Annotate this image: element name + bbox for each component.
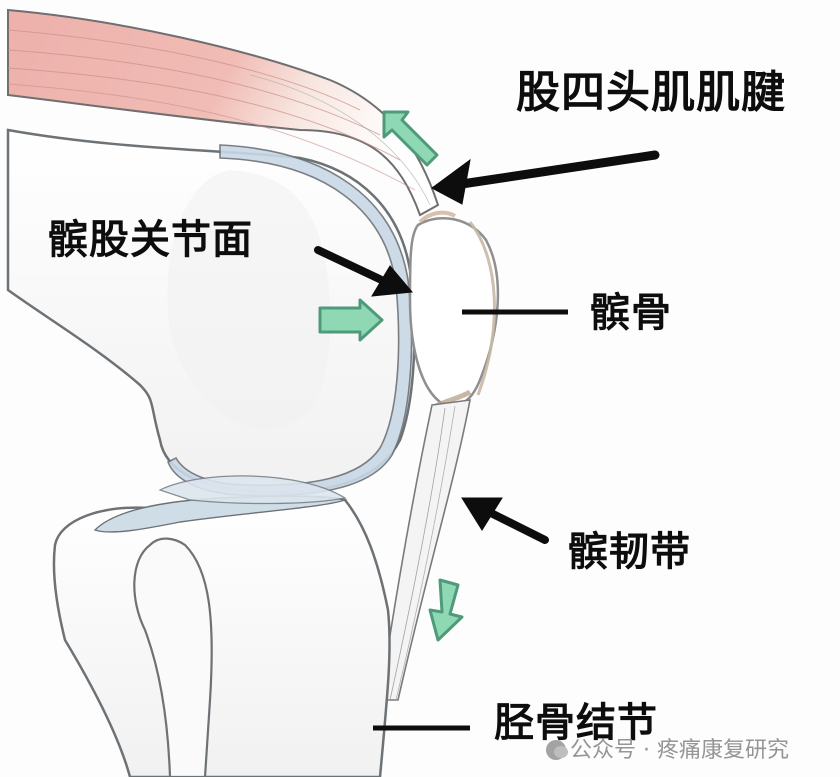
label-patellar-ligament: 髌韧带: [568, 529, 691, 575]
label-patellofemoral-surface: 髌股关节面: [48, 217, 253, 263]
wechat-icon: [546, 740, 568, 760]
watermark-text: 公众号 · 疼痛康复研究: [570, 738, 789, 763]
fibula: [133, 537, 213, 777]
quad-tendon-pointer-head: [431, 158, 471, 205]
label-quadriceps-tendon: 股四头肌肌腱: [516, 67, 786, 118]
quad-tendon-pointer-line: [450, 150, 660, 190]
label-tibial-tuberosity: 胫骨结节: [494, 700, 658, 746]
pointer-arrows: [314, 150, 660, 731]
patella: [408, 210, 500, 409]
watermark: 公众号 · 疼痛康复研究: [546, 732, 789, 764]
pf-surface-pointer-head: [371, 265, 413, 297]
label-patella: 髌骨: [590, 290, 672, 336]
tibia: [52, 475, 391, 777]
arrow-right-icon: [318, 298, 384, 342]
patellar-ligament: [379, 399, 471, 701]
ligament-pointer-line: [481, 506, 549, 544]
force-arrows: [318, 110, 464, 642]
pf-surface-pointer-line: [314, 246, 394, 288]
arrow-up-left-icon: [382, 110, 439, 167]
ligament-pointer-head: [461, 497, 503, 531]
quadriceps-muscle: [7, 8, 440, 217]
arrow-down-icon: [428, 578, 464, 642]
